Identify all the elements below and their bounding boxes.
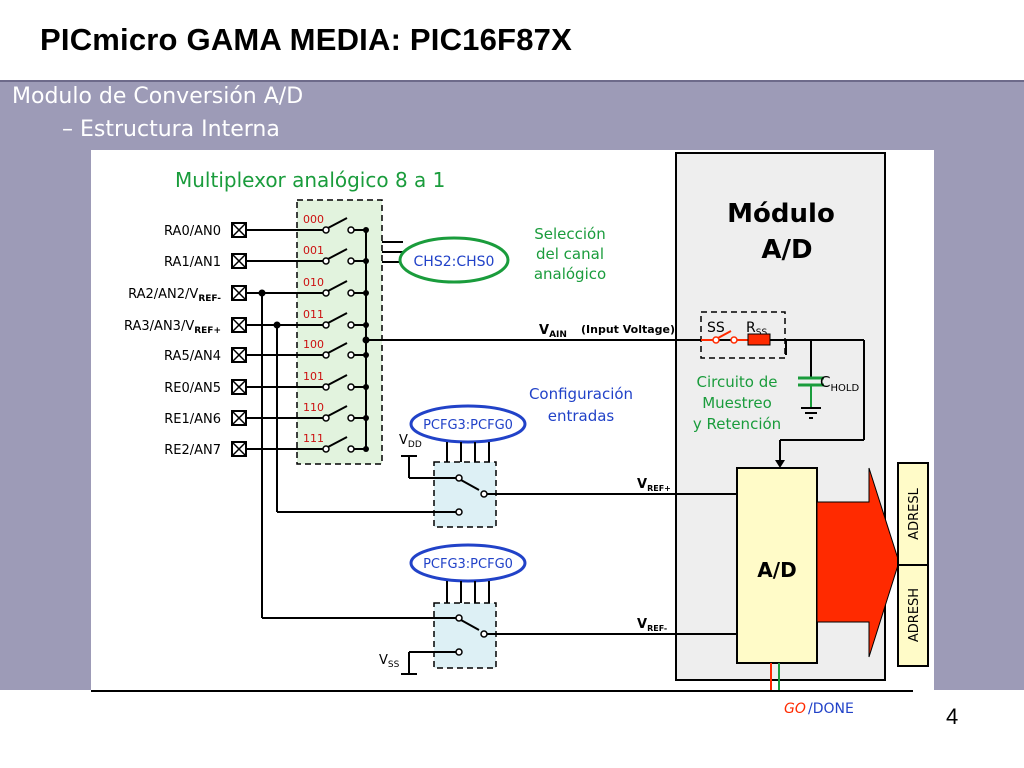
mux-box — [296, 199, 383, 465]
pcfg-oval-bottom — [409, 543, 527, 583]
chs-label: CHS2:CHS0 — [414, 254, 495, 270]
rss-resistor — [747, 333, 771, 346]
vain-note: (Input Voltage) — [581, 323, 675, 336]
pcfg-oval-top — [409, 404, 527, 444]
channel-select-line3: analógico — [534, 265, 606, 283]
sampling-switch-box — [700, 311, 786, 359]
channel-code: 100 — [303, 338, 324, 351]
sample-hold-line2: Muestreo — [702, 394, 772, 412]
chs-select-oval — [398, 236, 510, 284]
channel-code: 110 — [303, 401, 324, 414]
mux-switch — [327, 248, 348, 260]
result-arrow — [816, 467, 900, 658]
pin-label: RA2/AN2/VREF- — [128, 287, 221, 304]
mux-title: Multiplexor analógico 8 a 1 — [175, 168, 445, 192]
vss-label: VSS — [379, 653, 400, 670]
bullet-level-1: Modulo de Conversión A/D — [12, 84, 304, 109]
mux-switch — [327, 374, 348, 386]
pin-label: RA0/AN0 — [164, 224, 221, 239]
ad-structure-diagram: Módulo A/D Multiplexor analógico 8 a 1 R… — [91, 150, 934, 691]
chold-label: CHOLD — [820, 373, 859, 394]
pin-label: RA1/AN1 — [164, 255, 221, 270]
vdd-label: VDD — [399, 433, 422, 450]
rss-label: RSS — [746, 320, 767, 338]
module-title-line1: Módulo — [727, 199, 835, 229]
vref-plus-label: VREF+ — [637, 477, 671, 493]
ss-label: SS — [707, 320, 725, 336]
mux-switch — [327, 217, 348, 229]
go-done-label: GO /DONE — [784, 701, 854, 717]
module-title-line2: A/D — [761, 235, 812, 265]
adresh-register — [897, 564, 929, 667]
slide-title: PICmicro GAMA MEDIA: PIC16F87X — [40, 22, 572, 57]
pin-label: RA3/AN3/VREF+ — [124, 319, 221, 336]
mux-switch — [327, 405, 348, 417]
svg-text:/DONE: /DONE — [808, 701, 854, 717]
channel-select-line2: del canal — [536, 245, 604, 263]
mux-switch — [327, 280, 348, 292]
pin-label: RA5/AN4 — [164, 349, 221, 364]
vref-minus-label: VREF- — [637, 617, 667, 633]
sample-hold-line3: y Retención — [693, 415, 781, 433]
ad-block-label: A/D — [757, 558, 796, 582]
page-number: 4 — [946, 704, 959, 729]
pin-label: RE1/AN6 — [164, 412, 221, 427]
config-line1: Configuración — [529, 385, 633, 403]
pin-label: RE0/AN5 — [164, 381, 221, 396]
channel-code: 011 — [303, 308, 324, 321]
svg-text:GO: GO — [784, 701, 806, 717]
channel-code: 101 — [303, 370, 324, 383]
channel-select-line1: Selección — [534, 225, 606, 243]
pcfg-label-bottom: PCFG3:PCFG0 — [423, 557, 513, 572]
adresh-label: ADRESH — [907, 588, 922, 642]
channel-code: 000 — [303, 213, 324, 226]
adresl-label: ADRESL — [907, 487, 922, 539]
bullet-level-2: – Estructura Interna — [62, 117, 280, 142]
channel-code: 001 — [303, 244, 324, 257]
sample-hold-line1: Circuito de — [697, 373, 778, 391]
bottom-rule — [91, 690, 913, 692]
title-divider — [0, 80, 1024, 82]
vain-label: VAIN — [539, 323, 567, 340]
mux-switch — [327, 436, 348, 448]
channel-code: 010 — [303, 276, 324, 289]
config-line2: entradas — [548, 407, 615, 425]
mux-switch — [327, 312, 348, 324]
pcfg-label-top: PCFG3:PCFG0 — [423, 418, 513, 433]
channel-code: 111 — [303, 432, 324, 445]
diagram-canvas: Módulo A/D Multiplexor analógico 8 a 1 R… — [124, 152, 929, 691]
pin-label: RE2/AN7 — [164, 443, 221, 458]
mux-switch — [327, 342, 348, 354]
